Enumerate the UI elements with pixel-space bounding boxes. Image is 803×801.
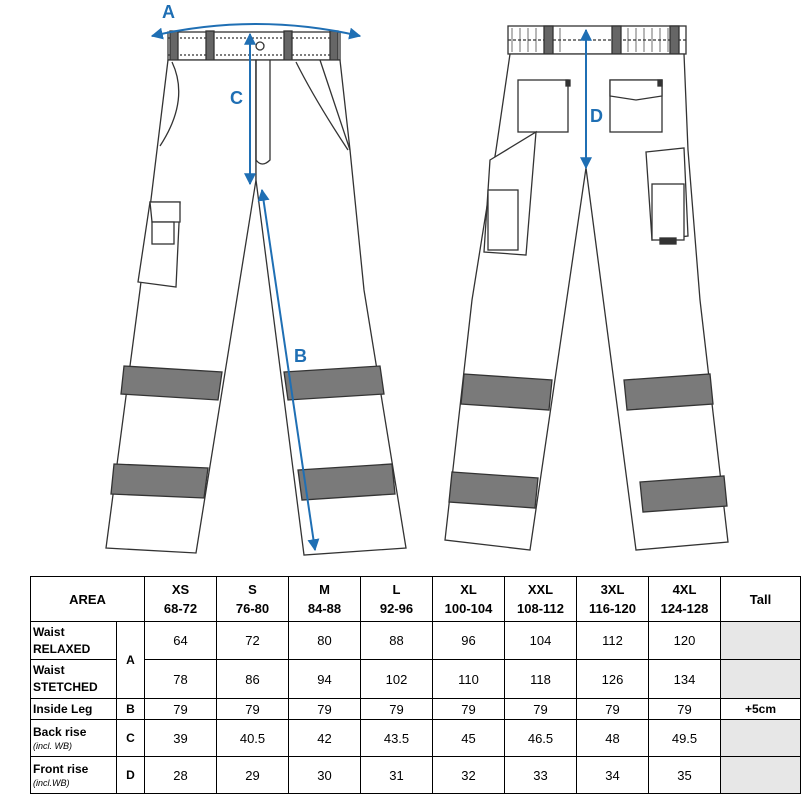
row-label: Waist STETCHED	[30, 659, 117, 699]
tall-cell	[720, 621, 801, 660]
table-cell: 31	[360, 756, 433, 794]
measure-label-b: B	[294, 346, 307, 366]
table-cell: 79	[360, 698, 433, 720]
front-right-upper-band	[283, 365, 385, 401]
table-cell: 30	[288, 756, 361, 794]
table-cell: 35	[648, 756, 721, 794]
row-label: Back rise(incl. WB)	[30, 719, 117, 757]
table-cell: 126	[576, 659, 649, 699]
table-cell: 49.5	[648, 719, 721, 757]
pants-back-drawing	[444, 25, 729, 551]
table-row: Waist STETCHED 78 86 94 102 110 118 126 …	[30, 659, 801, 699]
table-row: Waist RELAXED A 64 72 80 88 96 104 112 1…	[30, 621, 801, 699]
table-cell: 88	[360, 621, 433, 660]
measure-b-arrow	[257, 188, 320, 552]
table-cell: 45	[432, 719, 505, 757]
table-cell: 79	[504, 698, 577, 720]
row-code: D	[116, 756, 145, 794]
table-cell: 94	[288, 659, 361, 699]
table-cell: 40.5	[216, 719, 289, 757]
table-cell: 134	[648, 659, 721, 699]
front-left-lower-band	[110, 463, 209, 499]
table-cell: 78	[144, 659, 217, 699]
table-cell: 79	[432, 698, 505, 720]
tall-cell	[720, 659, 801, 699]
back-left-lower-band	[448, 471, 539, 509]
row-code: C	[116, 719, 145, 757]
pants-front-drawing	[105, 30, 407, 556]
row-label: Inside Leg	[30, 698, 117, 720]
table-cell: 110	[432, 659, 505, 699]
table-cell: 96	[432, 621, 505, 660]
row-label: Waist RELAXED	[30, 621, 117, 660]
tall-cell	[720, 719, 801, 757]
front-left-upper-band	[120, 365, 223, 401]
table-cell: 64	[144, 621, 217, 660]
table-cell: 29	[216, 756, 289, 794]
table-cell: 80	[288, 621, 361, 660]
row-code: A	[116, 621, 145, 699]
row-code: B	[116, 698, 145, 720]
table-cell: 46.5	[504, 719, 577, 757]
measure-label-d: D	[590, 106, 603, 126]
area-header: AREA	[30, 576, 145, 622]
measure-label-c: C	[230, 88, 243, 108]
table-cell: 28	[144, 756, 217, 794]
table-cell: 42	[288, 719, 361, 757]
measure-a-arrow	[150, 23, 362, 40]
table-cell: 34	[576, 756, 649, 794]
table-row: Front rise(incl.WB) D 28 29 30 31 32 33 …	[30, 756, 801, 794]
table-cell: 79	[144, 698, 217, 720]
front-waistband	[167, 31, 341, 61]
table-row: Back rise(incl. WB) C 39 40.5 42 43.5 45…	[30, 719, 801, 757]
table-cell: 79	[576, 698, 649, 720]
table-cell: 43.5	[360, 719, 433, 757]
pants-technical-drawing: A C B D	[105, 2, 729, 556]
back-right-upper-band	[623, 373, 714, 411]
table-cell: 120	[648, 621, 721, 660]
table-cell: 79	[288, 698, 361, 720]
front-right-lower-band	[297, 463, 396, 501]
measurement-annotations	[150, 23, 592, 552]
table-cell: 39	[144, 719, 217, 757]
table-cell: 33	[504, 756, 577, 794]
table-cell: 118	[504, 659, 577, 699]
tall-header: Tall	[720, 576, 801, 622]
back-left-upper-band	[460, 373, 553, 411]
table-cell: 112	[576, 621, 649, 660]
table-cell: 86	[216, 659, 289, 699]
table-cell: 48	[576, 719, 649, 757]
measure-label-a: A	[162, 2, 175, 22]
row-label: Front rise(incl.WB)	[30, 756, 117, 794]
table-cell: 72	[216, 621, 289, 660]
tall-cell	[720, 756, 801, 794]
tall-cell: +5cm	[720, 698, 801, 720]
table-row: Inside Leg B 79 79 79 79 79 79 79 79 +5c…	[30, 698, 801, 720]
back-right-lower-band	[639, 475, 728, 513]
table-cell: 102	[360, 659, 433, 699]
table-cell: 79	[216, 698, 289, 720]
table-cell: 104	[504, 621, 577, 660]
back-waistband	[507, 25, 687, 55]
table-cell: 79	[648, 698, 721, 720]
table-cell: 32	[432, 756, 505, 794]
